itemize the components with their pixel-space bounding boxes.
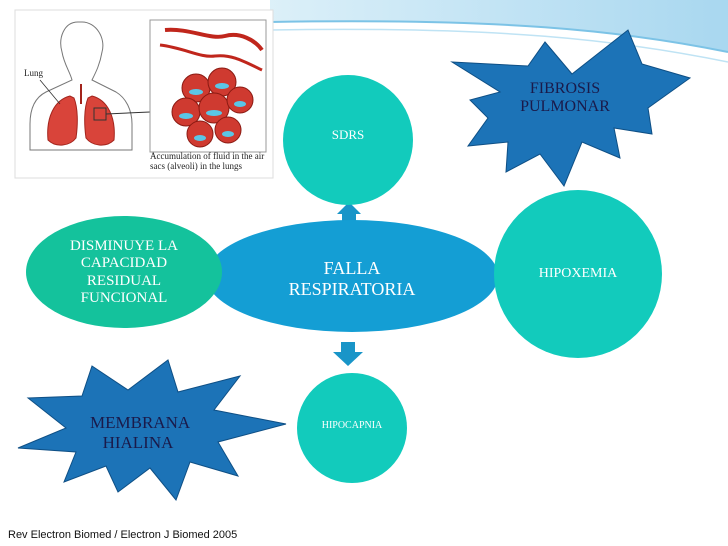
node-right	[494, 190, 662, 358]
node-left-label: DISMINUYE LA CAPACIDAD RESIDUAL FUNCIONA…	[70, 238, 178, 306]
burst-fibrosis-label: FIBROSIS PULMONAR	[520, 80, 610, 116]
node-bottom-label: HIPOCAPNIA	[321, 420, 383, 431]
node-center	[206, 220, 498, 332]
node-left	[26, 216, 222, 328]
node-bottom	[297, 373, 407, 483]
node-top	[283, 75, 413, 205]
burst-membrana	[17, 359, 287, 501]
node-center-label: FALLA RESPIRATORIA	[288, 258, 416, 299]
burst-fibrosis	[450, 29, 692, 188]
arrow-up	[337, 202, 361, 222]
header-wave	[269, 0, 728, 63]
illustration-caption: Accumulation of fluid in the air sacs (a…	[150, 151, 265, 171]
node-right-label: HIPOXEMIA	[538, 266, 618, 281]
lung-illustration	[14, 9, 274, 179]
arrow-down	[333, 342, 363, 366]
node-top-label: SDRS	[331, 127, 365, 142]
citation: Rev Electron Biomed / Electron J Biomed …	[8, 529, 238, 541]
lung-label: Lung	[24, 68, 43, 78]
burst-membrana-label: MEMBRANA HIALINA	[90, 413, 191, 452]
